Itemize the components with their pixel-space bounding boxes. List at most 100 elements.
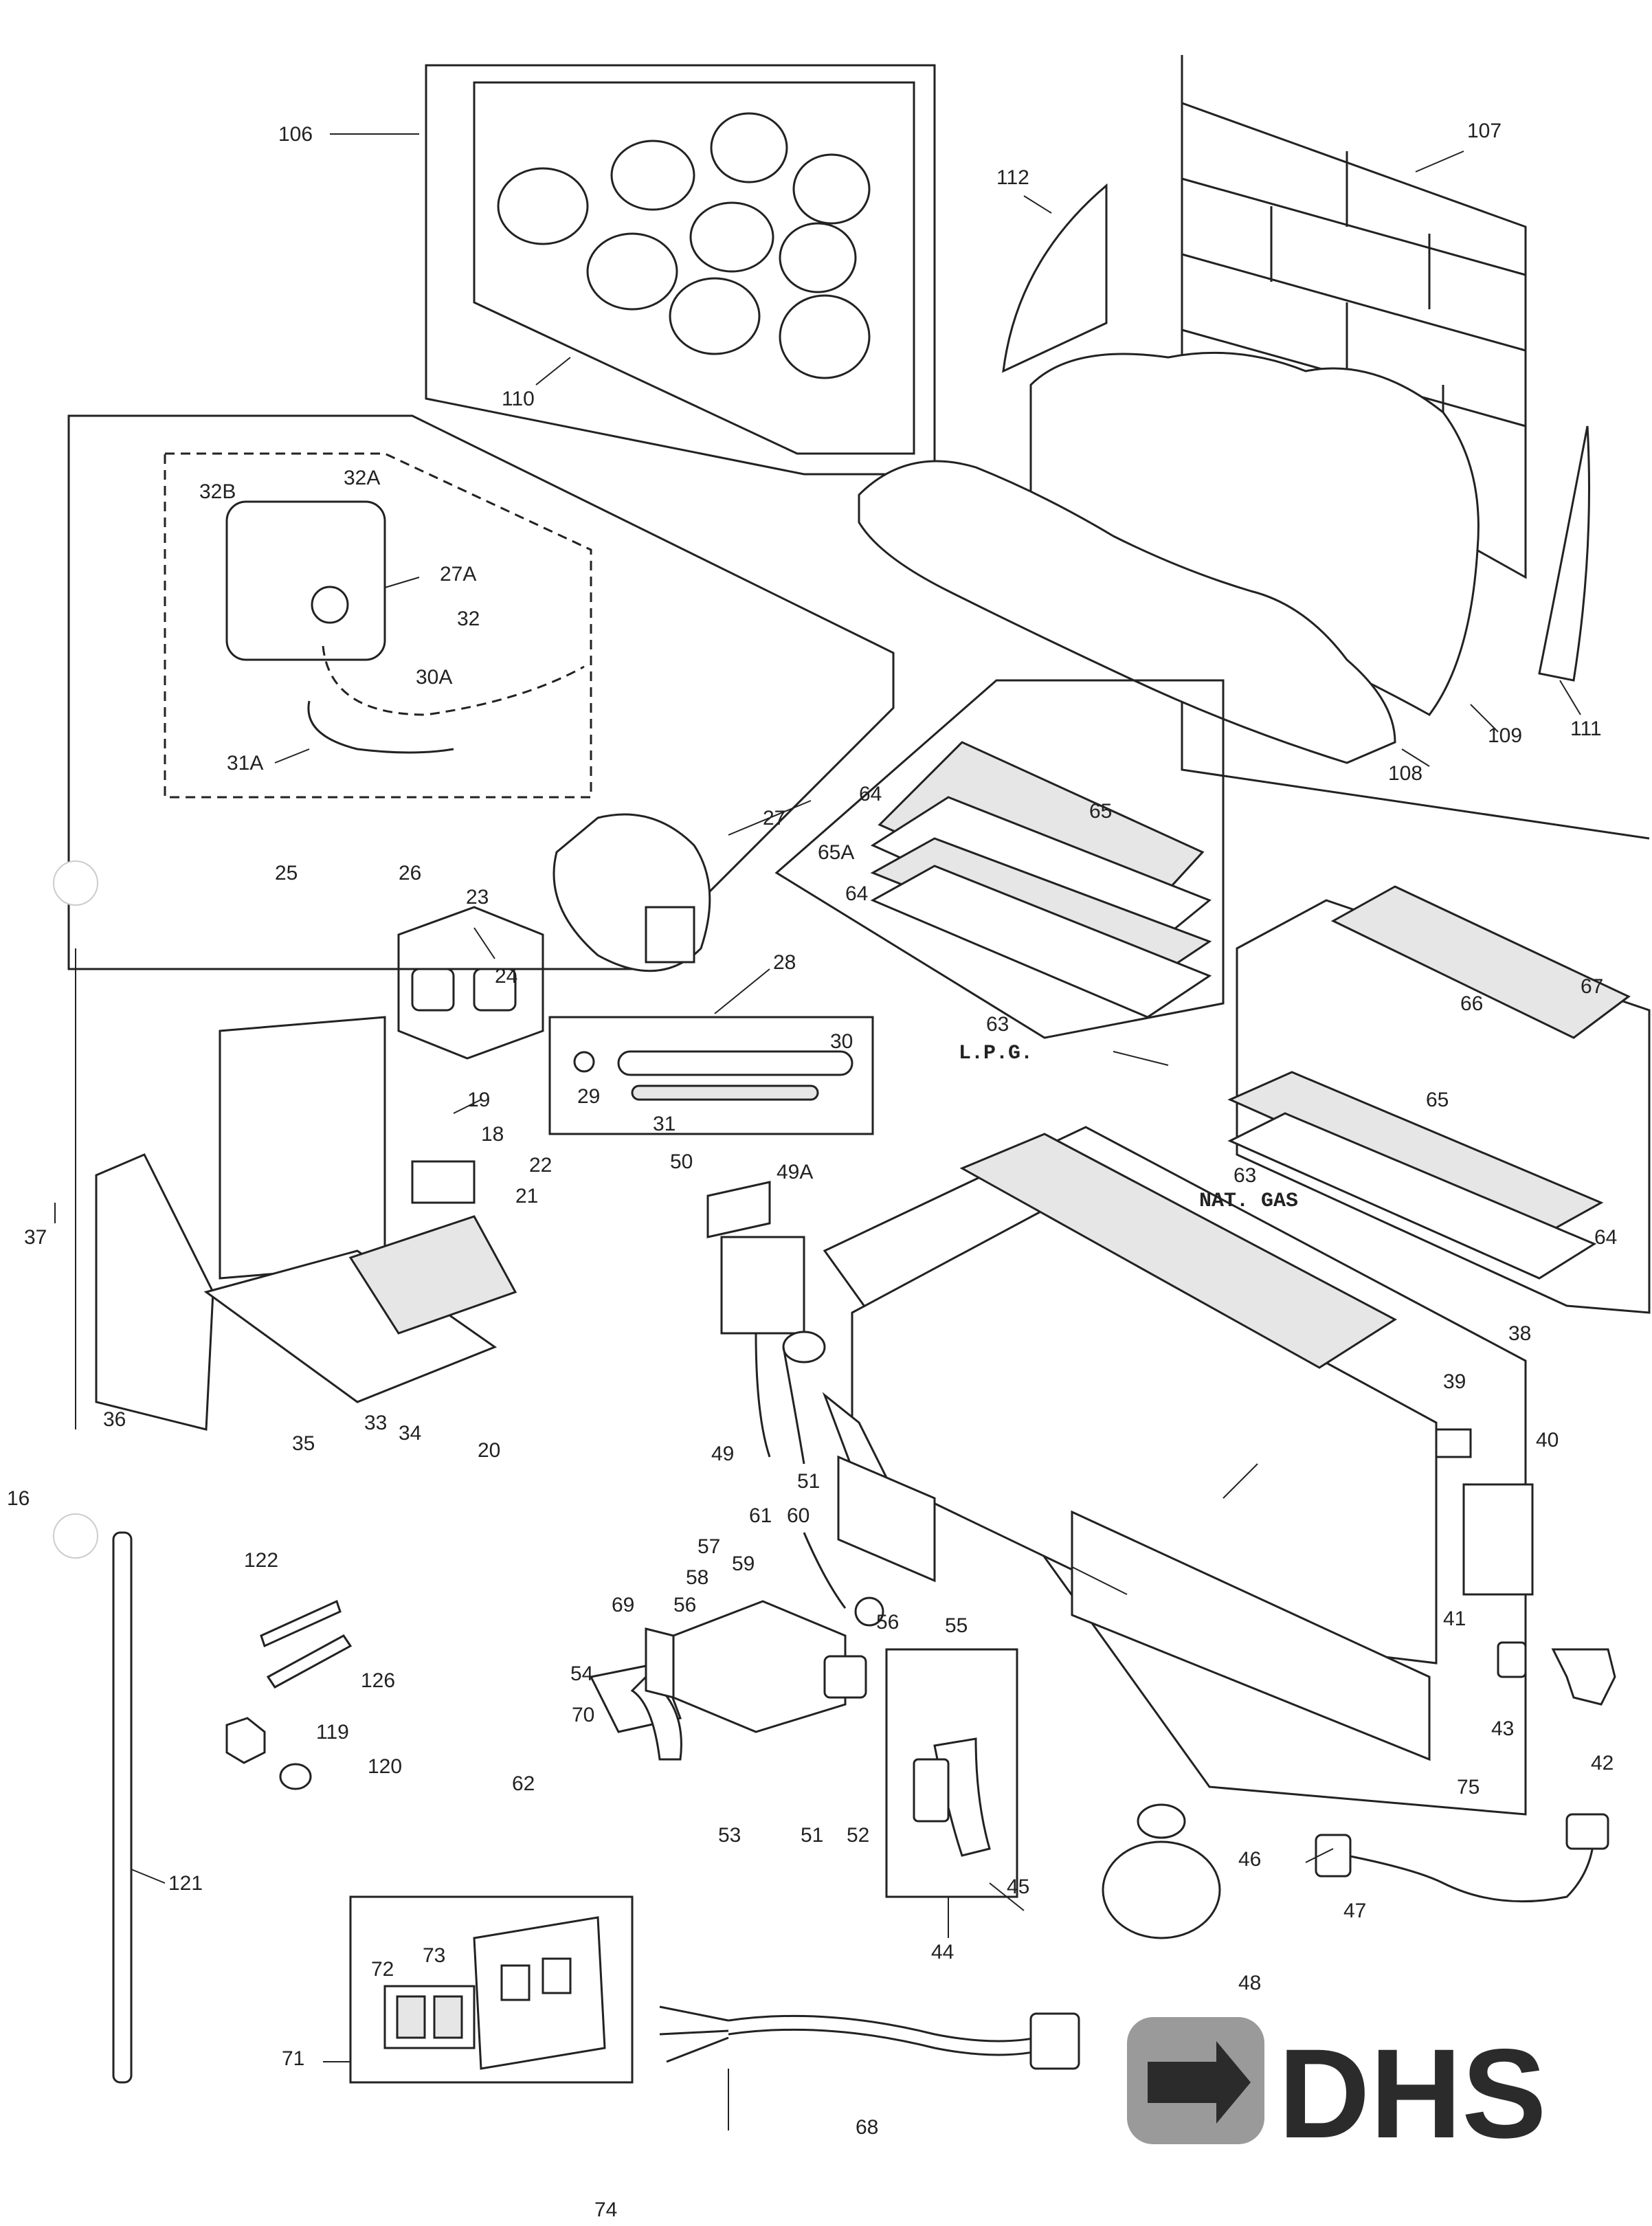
label-40: 40 <box>1536 1429 1559 1451</box>
label-72: 72 <box>371 1958 394 1981</box>
label-33: 33 <box>364 1412 387 1434</box>
label-106: 106 <box>278 123 313 146</box>
decorative-stones-group <box>425 64 936 476</box>
blower-kit-group <box>67 414 895 970</box>
label-59: 59 <box>732 1552 755 1575</box>
control-bracket-35 <box>95 1016 517 1431</box>
nut-119 <box>225 1717 266 1764</box>
label-26: 26 <box>399 862 421 884</box>
label-51-bottom: 51 <box>801 1824 823 1847</box>
bracket-55 <box>837 1455 936 1583</box>
label-111: 111 <box>1570 717 1602 740</box>
label-50: 50 <box>670 1150 693 1173</box>
label-65a: 65A <box>818 841 854 864</box>
label-18: 18 <box>481 1123 504 1146</box>
label-32b: 32B <box>199 480 236 503</box>
brick-panel-and-logs <box>858 55 1650 840</box>
thermocouple-box-44 <box>885 1648 1018 1898</box>
label-71: 71 <box>282 2047 304 2070</box>
label-16: 16 <box>7 1487 30 1510</box>
label-27: 27 <box>763 807 785 830</box>
label-119: 119 <box>316 1721 349 1744</box>
part-labels: 106 107 108 109 110 111 112 32B 32A 27A … <box>7 120 1617 2221</box>
tube-box-28 <box>548 1016 874 1135</box>
label-66: 66 <box>1460 992 1483 1015</box>
label-58: 58 <box>686 1566 708 1589</box>
label-53: 53 <box>718 1824 741 1847</box>
burner-lpg <box>774 679 1225 1039</box>
label-55: 55 <box>945 1614 968 1637</box>
label-64-nat: 64 <box>1594 1226 1617 1249</box>
burner-natural-gas <box>1227 885 1651 1314</box>
leader-lines <box>54 133 1581 2130</box>
label-21: 21 <box>515 1185 538 1207</box>
label-121: 121 <box>168 1872 203 1895</box>
label-70: 70 <box>572 1704 594 1726</box>
label-44: 44 <box>931 1941 954 1963</box>
nut-46 <box>1137 1803 1186 1839</box>
label-29: 29 <box>577 1085 600 1108</box>
label-64-top: 64 <box>859 783 882 805</box>
blower-housing-27a <box>225 500 386 661</box>
switch-box-71 <box>349 1895 634 2084</box>
label-62: 62 <box>512 1772 535 1795</box>
nat-gas-note: NAT. GAS <box>1199 1190 1298 1213</box>
label-52: 52 <box>847 1824 869 1847</box>
label-45: 45 <box>1007 1876 1029 1898</box>
dhs-logo: DHS <box>1127 2017 1547 2165</box>
label-31a: 31A <box>227 752 263 775</box>
label-69: 69 <box>612 1594 634 1616</box>
label-49a: 49A <box>777 1161 813 1183</box>
label-28: 28 <box>773 951 796 974</box>
label-63-lpg: 63 <box>986 1013 1009 1036</box>
label-67: 67 <box>1581 975 1603 998</box>
label-39: 39 <box>1443 1370 1466 1393</box>
label-51-top: 51 <box>797 1470 820 1493</box>
label-30a: 30A <box>416 666 452 689</box>
blower-27 <box>552 813 711 972</box>
stone-pieces <box>497 112 871 379</box>
label-35: 35 <box>292 1432 315 1455</box>
label-61: 61 <box>749 1504 772 1527</box>
label-37: 37 <box>24 1226 47 1249</box>
screw-122 <box>260 1599 342 1648</box>
rod-121 <box>112 1531 133 2084</box>
front-log-108 <box>858 460 1396 764</box>
label-56-right: 56 <box>876 1611 899 1634</box>
pilot-assembly-49 <box>706 1181 895 1507</box>
label-23: 23 <box>466 886 489 909</box>
label-108: 108 <box>1388 762 1422 785</box>
label-112: 112 <box>996 166 1029 189</box>
gas-valve-53 <box>589 1455 936 1761</box>
label-32a: 32A <box>344 467 380 489</box>
wire-harness-68 <box>659 2005 1080 2070</box>
label-27a: 27A <box>440 563 476 586</box>
label-109: 109 <box>1488 724 1522 747</box>
label-22: 22 <box>529 1154 552 1177</box>
label-19: 19 <box>467 1089 490 1111</box>
label-65-nat: 65 <box>1426 1089 1449 1111</box>
label-56-left: 56 <box>673 1594 696 1616</box>
label-48: 48 <box>1238 1972 1261 1994</box>
arrow-icon <box>1148 2041 1251 2124</box>
label-42: 42 <box>1591 1752 1614 1774</box>
clip-39 <box>1435 1428 1472 1458</box>
label-38: 38 <box>1508 1322 1531 1345</box>
label-41: 41 <box>1443 1607 1466 1630</box>
knob-48 <box>1102 1840 1221 1939</box>
label-32: 32 <box>457 608 480 630</box>
label-20: 20 <box>478 1439 500 1462</box>
knob-and-tube <box>1102 1803 1609 1939</box>
label-65-top: 65 <box>1089 800 1112 823</box>
side-panel-111 <box>1538 425 1590 682</box>
label-63-nat: 63 <box>1234 1164 1256 1187</box>
label-30: 30 <box>830 1030 853 1053</box>
label-54: 54 <box>570 1662 593 1685</box>
label-47: 47 <box>1343 1900 1366 1922</box>
label-110: 110 <box>502 388 535 410</box>
firebox-tray <box>823 1126 1534 1816</box>
label-73: 73 <box>423 1944 445 1967</box>
rod-and-fasteners <box>112 1531 353 2084</box>
logo-wordmark: DHS <box>1278 2023 1547 2165</box>
